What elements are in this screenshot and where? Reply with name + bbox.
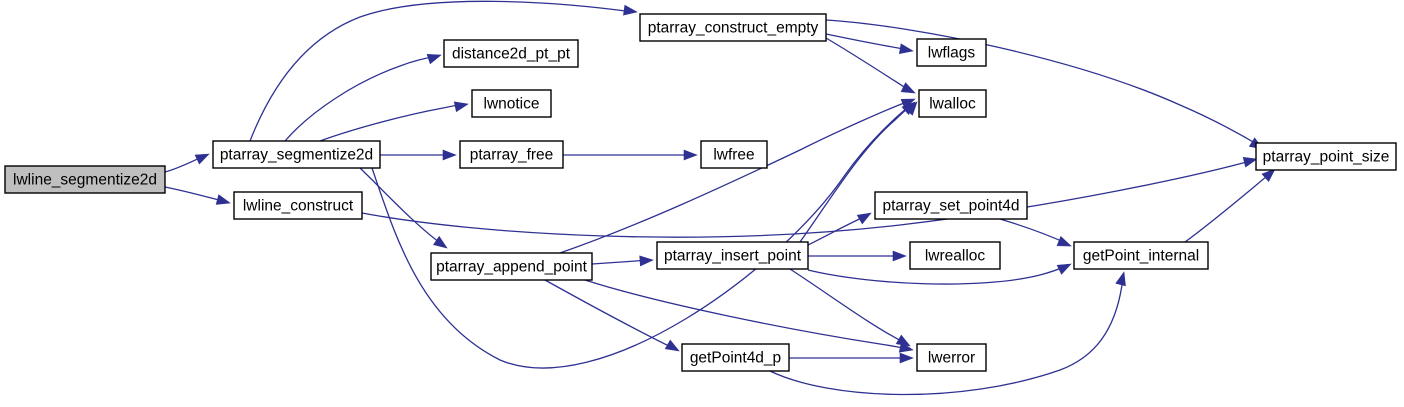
edge-ptarray_set_point4d-to-getPoint_internal: [999, 218, 1069, 245]
node-box-lwnotice[interactable]: [471, 89, 552, 118]
node-getPoint_internal[interactable]: getPoint_internal: [1073, 241, 1209, 270]
node-ptarray_free[interactable]: ptarray_free: [459, 140, 564, 169]
arrowhead-lwline_construct->ptarray_point_size: [1242, 156, 1258, 168]
node-box-lwalloc[interactable]: [918, 89, 987, 118]
node-box-lwrealloc[interactable]: [909, 241, 1001, 270]
node-ptarray_point_size[interactable]: ptarray_point_size: [1255, 142, 1397, 171]
node-box-ptarray_construct_empty[interactable]: [639, 13, 827, 42]
node-label-ptarray_set_point4d: ptarray_set_point4d: [882, 198, 1019, 215]
node-box-lwline_construct[interactable]: [233, 191, 363, 220]
edge-ptarray_segmentize2d-to-ptarray_append_point: [359, 167, 444, 246]
arrowhead-ptarray_append_point->getPoint4d_p: [664, 339, 680, 352]
arrowhead-ptarray_set_point4d->getPoint_internal: [1056, 235, 1072, 247]
arrowhead-ptarray_insert_point->lwrealloc: [892, 250, 907, 262]
arrowhead-ptarray_append_point->lwalloc: [900, 98, 916, 110]
node-ptarray_construct_empty[interactable]: ptarray_construct_empty: [639, 13, 827, 42]
edge-ptarray_segmentize2d-to-lwnotice: [319, 103, 466, 142]
node-ptarray_set_point4d[interactable]: ptarray_set_point4d: [874, 191, 1028, 220]
arrowheads-layer: [194, 4, 1276, 364]
arrowhead-lwline_segmentize2d->lwline_construct: [215, 194, 231, 205]
edge-ptarray_segmentize2d-to-distance2d_pt_pt: [284, 55, 439, 142]
node-lwflags[interactable]: lwflags: [916, 38, 987, 67]
nodes-layer: lwline_segmentize2dptarray_segmentize2dl…: [4, 13, 1397, 372]
node-box-ptarray_append_point[interactable]: [430, 252, 593, 281]
node-box-lwerror[interactable]: [916, 343, 987, 372]
arrowhead-ptarray_segmentize2d->ptarray_append_point: [432, 235, 448, 249]
node-label-lwalloc: lwalloc: [929, 96, 976, 113]
node-lwalloc[interactable]: lwalloc: [918, 89, 987, 118]
arrowhead-getPoint4d_p->getPoint_internal: [1115, 271, 1126, 287]
edge-getPoint4d_p-to-getPoint_internal: [769, 284, 1123, 396]
node-label-lwline_construct: lwline_construct: [243, 198, 354, 215]
edge-ptarray_insert_point-to-lwalloc: [799, 103, 914, 243]
arrowhead-ptarray_segmentize2d->ptarray_construct_empty: [623, 4, 638, 16]
node-box-ptarray_segmentize2d[interactable]: [212, 140, 381, 169]
node-ptarray_insert_point[interactable]: ptarray_insert_point: [656, 241, 809, 270]
arrowhead-ptarray_segmentize2d->distance2d_pt_pt: [426, 53, 442, 65]
edge-getPoint_internal-to-ptarray_point_size: [1184, 171, 1273, 243]
node-box-lwline_segmentize2d[interactable]: [4, 165, 166, 194]
arrowhead-getPoint_internal->ptarray_point_size: [1261, 168, 1276, 182]
arrowhead-ptarray_segmentize2d->lwnotice: [453, 101, 469, 113]
arrowhead-ptarray_segmentize2d->ptarray_free: [442, 149, 457, 161]
edge-ptarray_insert_point-to-ptarray_set_point4d: [807, 214, 869, 246]
node-getPoint4d_p[interactable]: getPoint4d_p: [681, 343, 790, 372]
arrowhead-ptarray_construct_empty->lwflags: [898, 43, 914, 55]
node-ptarray_append_point[interactable]: ptarray_append_point: [430, 252, 593, 281]
node-lwerror[interactable]: lwerror: [916, 343, 987, 372]
node-label-lwnotice: lwnotice: [484, 96, 540, 113]
node-label-getPoint_internal: getPoint_internal: [1083, 248, 1199, 265]
node-box-lwflags[interactable]: [916, 38, 987, 67]
node-label-ptarray_append_point: ptarray_append_point: [436, 259, 588, 276]
node-label-lwflags: lwflags: [928, 45, 976, 62]
arrowhead-ptarray_construct_empty->lwalloc: [900, 82, 916, 94]
node-lwfree[interactable]: lwfree: [700, 140, 768, 169]
arrowhead-getPoint4d_p->lwerror: [899, 352, 914, 364]
edge-ptarray_segmentize2d-to-ptarray_construct_empty: [249, 0, 634, 142]
node-label-ptarray_free: ptarray_free: [470, 147, 554, 164]
edge-ptarray_insert_point-to-getPoint_internal: [807, 264, 1069, 285]
edge-ptarray_insert_point-to-lwerror: [789, 268, 906, 344]
arrowhead-ptarray_insert_point->lwalloc: [904, 101, 918, 116]
node-label-ptarray_construct_empty: ptarray_construct_empty: [648, 20, 819, 37]
arrowhead-ptarray_free->lwfree: [683, 149, 698, 161]
arrowhead-ptarray_insert_point->lwerror: [895, 334, 911, 347]
node-label-lwfree: lwfree: [713, 147, 754, 164]
node-label-lwerror: lwerror: [928, 350, 975, 367]
node-box-ptarray_insert_point[interactable]: [656, 241, 809, 270]
arrowhead-lwline_segmentize2d->ptarray_segmentize2d: [194, 153, 210, 165]
edge-ptarray_append_point-to-lwalloc: [559, 99, 913, 254]
arrowhead-ptarray_insert_point->ptarray_set_point4d: [856, 212, 872, 225]
node-box-ptarray_point_size[interactable]: [1255, 142, 1397, 171]
node-label-distance2d_pt_pt: distance2d_pt_pt: [452, 46, 571, 63]
node-box-distance2d_pt_pt[interactable]: [443, 39, 579, 68]
arrowhead-ptarray_append_point->ptarray_insert_point: [639, 255, 654, 267]
node-box-ptarray_free[interactable]: [459, 140, 564, 169]
node-label-ptarray_insert_point: ptarray_insert_point: [664, 248, 802, 265]
node-box-lwfree[interactable]: [700, 140, 768, 169]
node-box-getPoint_internal[interactable]: [1073, 241, 1209, 270]
node-label-lwline_segmentize2d: lwline_segmentize2d: [13, 172, 157, 189]
edge-ptarray_segmentize2d-to-lwalloc: [371, 103, 913, 369]
node-label-ptarray_point_size: ptarray_point_size: [1263, 149, 1390, 166]
node-box-getPoint4d_p[interactable]: [681, 343, 790, 372]
node-lwline_construct[interactable]: lwline_construct: [233, 191, 363, 220]
node-lwnotice[interactable]: lwnotice: [471, 89, 552, 118]
node-lwline_segmentize2d[interactable]: lwline_segmentize2d: [4, 165, 166, 194]
node-label-getPoint4d_p: getPoint4d_p: [690, 350, 781, 367]
node-lwrealloc[interactable]: lwrealloc: [909, 241, 1001, 270]
node-label-ptarray_segmentize2d: ptarray_segmentize2d: [220, 147, 373, 164]
node-ptarray_segmentize2d[interactable]: ptarray_segmentize2d: [212, 140, 381, 169]
node-box-ptarray_set_point4d[interactable]: [874, 191, 1028, 220]
node-distance2d_pt_pt[interactable]: distance2d_pt_pt: [443, 39, 579, 68]
edge-ptarray_append_point-to-lwerror: [584, 279, 911, 350]
edge-ptarray_construct_empty-to-lwalloc: [825, 37, 913, 93]
arrowhead-ptarray_insert_point->getPoint_internal: [1056, 263, 1072, 275]
edge-ptarray_append_point-to-getPoint4d_p: [544, 279, 676, 350]
edge-ptarray_construct_empty-to-lwflags: [825, 33, 911, 51]
edge-lwline_construct-to-ptarray_point_size: [361, 159, 1255, 238]
edge-ptarray_construct_empty-to-ptarray_point_size: [825, 19, 1261, 147]
node-label-lwrealloc: lwrealloc: [925, 248, 986, 265]
